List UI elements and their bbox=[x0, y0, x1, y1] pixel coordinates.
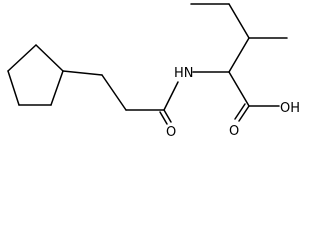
carboxyl-co-bond-outer bbox=[238, 105, 250, 122]
amide-oxygen-label: O bbox=[166, 125, 176, 140]
amide-cn-bond bbox=[163, 81, 179, 111]
beta-to-ch2-bond bbox=[228, 3, 250, 39]
ring-bond-2 bbox=[35, 44, 64, 72]
carboxyl-co-bond-inner bbox=[234, 103, 246, 120]
amide-co-bond-outer bbox=[163, 109, 172, 123]
carboxyl-oxygen-label: O bbox=[229, 124, 239, 139]
chain-bond-ring-to-ch2 bbox=[62, 70, 103, 76]
ring-bond-5 bbox=[7, 70, 20, 106]
ring-bond-1 bbox=[7, 44, 37, 72]
hydroxyl-label: OH bbox=[280, 101, 300, 116]
alpha-to-carboxyl-bond bbox=[228, 71, 250, 107]
chain-bond-ch2-to-ch2 bbox=[101, 74, 127, 111]
alpha-to-beta-bond bbox=[228, 37, 250, 73]
carboxylic-acid-group: OH O bbox=[228, 71, 300, 139]
sec-butyl-side-chain bbox=[190, 3, 288, 73]
cyclopentane-ring bbox=[7, 44, 64, 106]
structure-canvas: O HN OH O bbox=[7, 3, 301, 140]
amide-co-bond-inner bbox=[159, 111, 168, 125]
propanoyl-chain bbox=[62, 70, 165, 111]
amide-carbonyl: O bbox=[159, 109, 176, 140]
chemical-structure-diagram: O HN OH O bbox=[7, 3, 300, 140]
ring-bond-3 bbox=[50, 70, 64, 106]
nh-label: HN bbox=[174, 66, 194, 81]
